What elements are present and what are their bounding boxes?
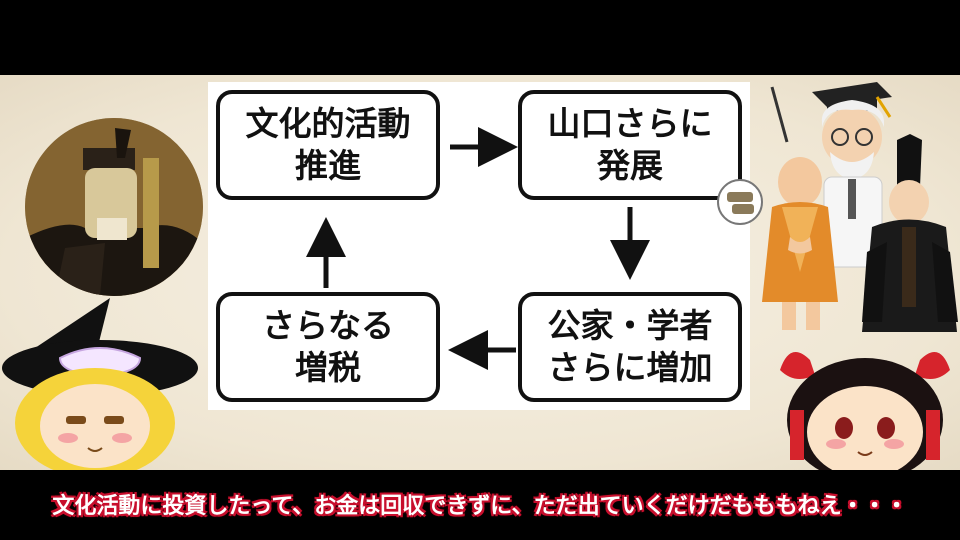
monk-illustration-icon — [717, 157, 838, 330]
letterbox-top — [0, 0, 960, 75]
flow-box-yamaguchi: 山口さらに 発展 — [518, 90, 742, 200]
professor-illustration-icon — [770, 82, 892, 268]
letterbox-bottom — [0, 470, 960, 540]
flow-box-culture-text: 文化的活動 推進 — [245, 104, 411, 185]
flow-diagram: 文化的活動 推進 山口さらに 発展 公家・学者 さらに増加 さらなる 増税 — [208, 82, 750, 410]
illustration-group — [717, 82, 958, 332]
flow-box-tax: さらなる 増税 — [216, 292, 440, 402]
flow-arrows — [306, 127, 650, 370]
shrine-maiden-character-icon — [780, 352, 950, 480]
subtitle-text: 文化活動に投資したって、お金は回収できずに、ただ出ていくだけだもももねえ・・・ — [52, 494, 908, 519]
flow-box-nobles: 公家・学者 さらに増加 — [518, 292, 742, 402]
flow-box-tax-text: さらなる 増税 — [262, 306, 394, 387]
flow-box-nobles-text: 公家・学者 さらに増加 — [547, 306, 713, 387]
flow-box-culture: 文化的活動 推進 — [216, 90, 440, 200]
flow-box-yamaguchi-text: 山口さらに 発展 — [547, 104, 713, 185]
witch-character-icon — [2, 298, 198, 470]
noble-illustration-icon — [862, 134, 958, 332]
portrait-icon — [25, 118, 203, 296]
